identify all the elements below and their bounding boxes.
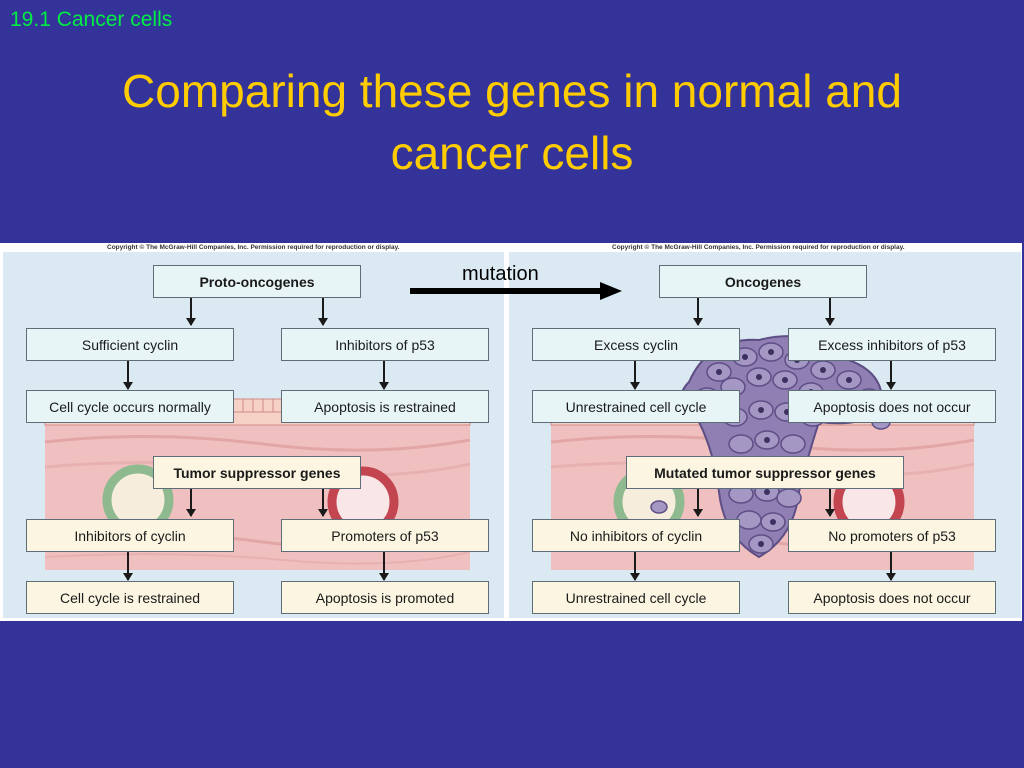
no-inhibitors-cyclin-box: No inhibitors of cyclin [532, 519, 740, 552]
normal-tissue-illustration [44, 398, 471, 570]
down-arrow [186, 298, 196, 326]
apoptosis-not-occur-box-2: Apoptosis does not occur [788, 581, 996, 614]
title-line-2: cancer cells [390, 127, 634, 179]
down-arrow [886, 552, 896, 581]
down-arrow [630, 361, 640, 390]
unrestrained-cell-cycle-box-2: Unrestrained cell cycle [532, 581, 740, 614]
cell-cycle-restrained-box: Cell cycle is restrained [26, 581, 234, 614]
tumor-suppressor-genes-box: Tumor suppressor genes [153, 456, 361, 489]
copyright-notice-right: Copyright © The McGraw-Hill Companies, I… [612, 244, 905, 251]
cancer-cells-panel [509, 252, 1021, 618]
mutation-label: mutation [462, 263, 539, 285]
slide-title: Comparing these genes in normal and canc… [0, 60, 1024, 184]
proto-oncogenes-box: Proto-oncogenes [153, 265, 361, 298]
mutated-tumor-suppressor-box: Mutated tumor suppressor genes [626, 456, 904, 489]
unrestrained-cell-cycle-box: Unrestrained cell cycle [532, 390, 740, 423]
mutation-arrow-icon [410, 282, 622, 300]
excess-cyclin-box: Excess cyclin [532, 328, 740, 361]
oncogenes-box: Oncogenes [659, 265, 867, 298]
excess-inhibitors-p53-box: Excess inhibitors of p53 [788, 328, 996, 361]
inhibitors-of-cyclin-box: Inhibitors of cyclin [26, 519, 234, 552]
normal-cells-panel [3, 252, 504, 618]
down-arrow [318, 298, 328, 326]
down-arrow [825, 489, 835, 517]
down-arrow [123, 361, 133, 390]
down-arrow [630, 552, 640, 581]
no-promoters-p53-box: No promoters of p53 [788, 519, 996, 552]
promoters-of-p53-box: Promoters of p53 [281, 519, 489, 552]
apoptosis-restrained-box: Apoptosis is restrained [281, 390, 489, 423]
cancer-tissue-illustration [550, 335, 975, 570]
down-arrow [886, 361, 896, 390]
inhibitors-of-p53-box: Inhibitors of p53 [281, 328, 489, 361]
cell-cycle-normal-box: Cell cycle occurs normally [26, 390, 234, 423]
down-arrow [379, 552, 389, 581]
apoptosis-promoted-box: Apoptosis is promoted [281, 581, 489, 614]
down-arrow [318, 489, 328, 517]
down-arrow [186, 489, 196, 517]
down-arrow [825, 298, 835, 326]
title-line-1: Comparing these genes in normal and [122, 65, 902, 117]
copyright-notice-left: Copyright © The McGraw-Hill Companies, I… [107, 244, 400, 251]
gene-comparison-figure: Copyright © The McGraw-Hill Companies, I… [0, 243, 1022, 621]
apoptosis-not-occur-box: Apoptosis does not occur [788, 390, 996, 423]
down-arrow [123, 552, 133, 581]
down-arrow [379, 361, 389, 390]
section-label: 19.1 Cancer cells [10, 8, 173, 31]
down-arrow [693, 298, 703, 326]
down-arrow [693, 489, 703, 517]
sufficient-cyclin-box: Sufficient cyclin [26, 328, 234, 361]
